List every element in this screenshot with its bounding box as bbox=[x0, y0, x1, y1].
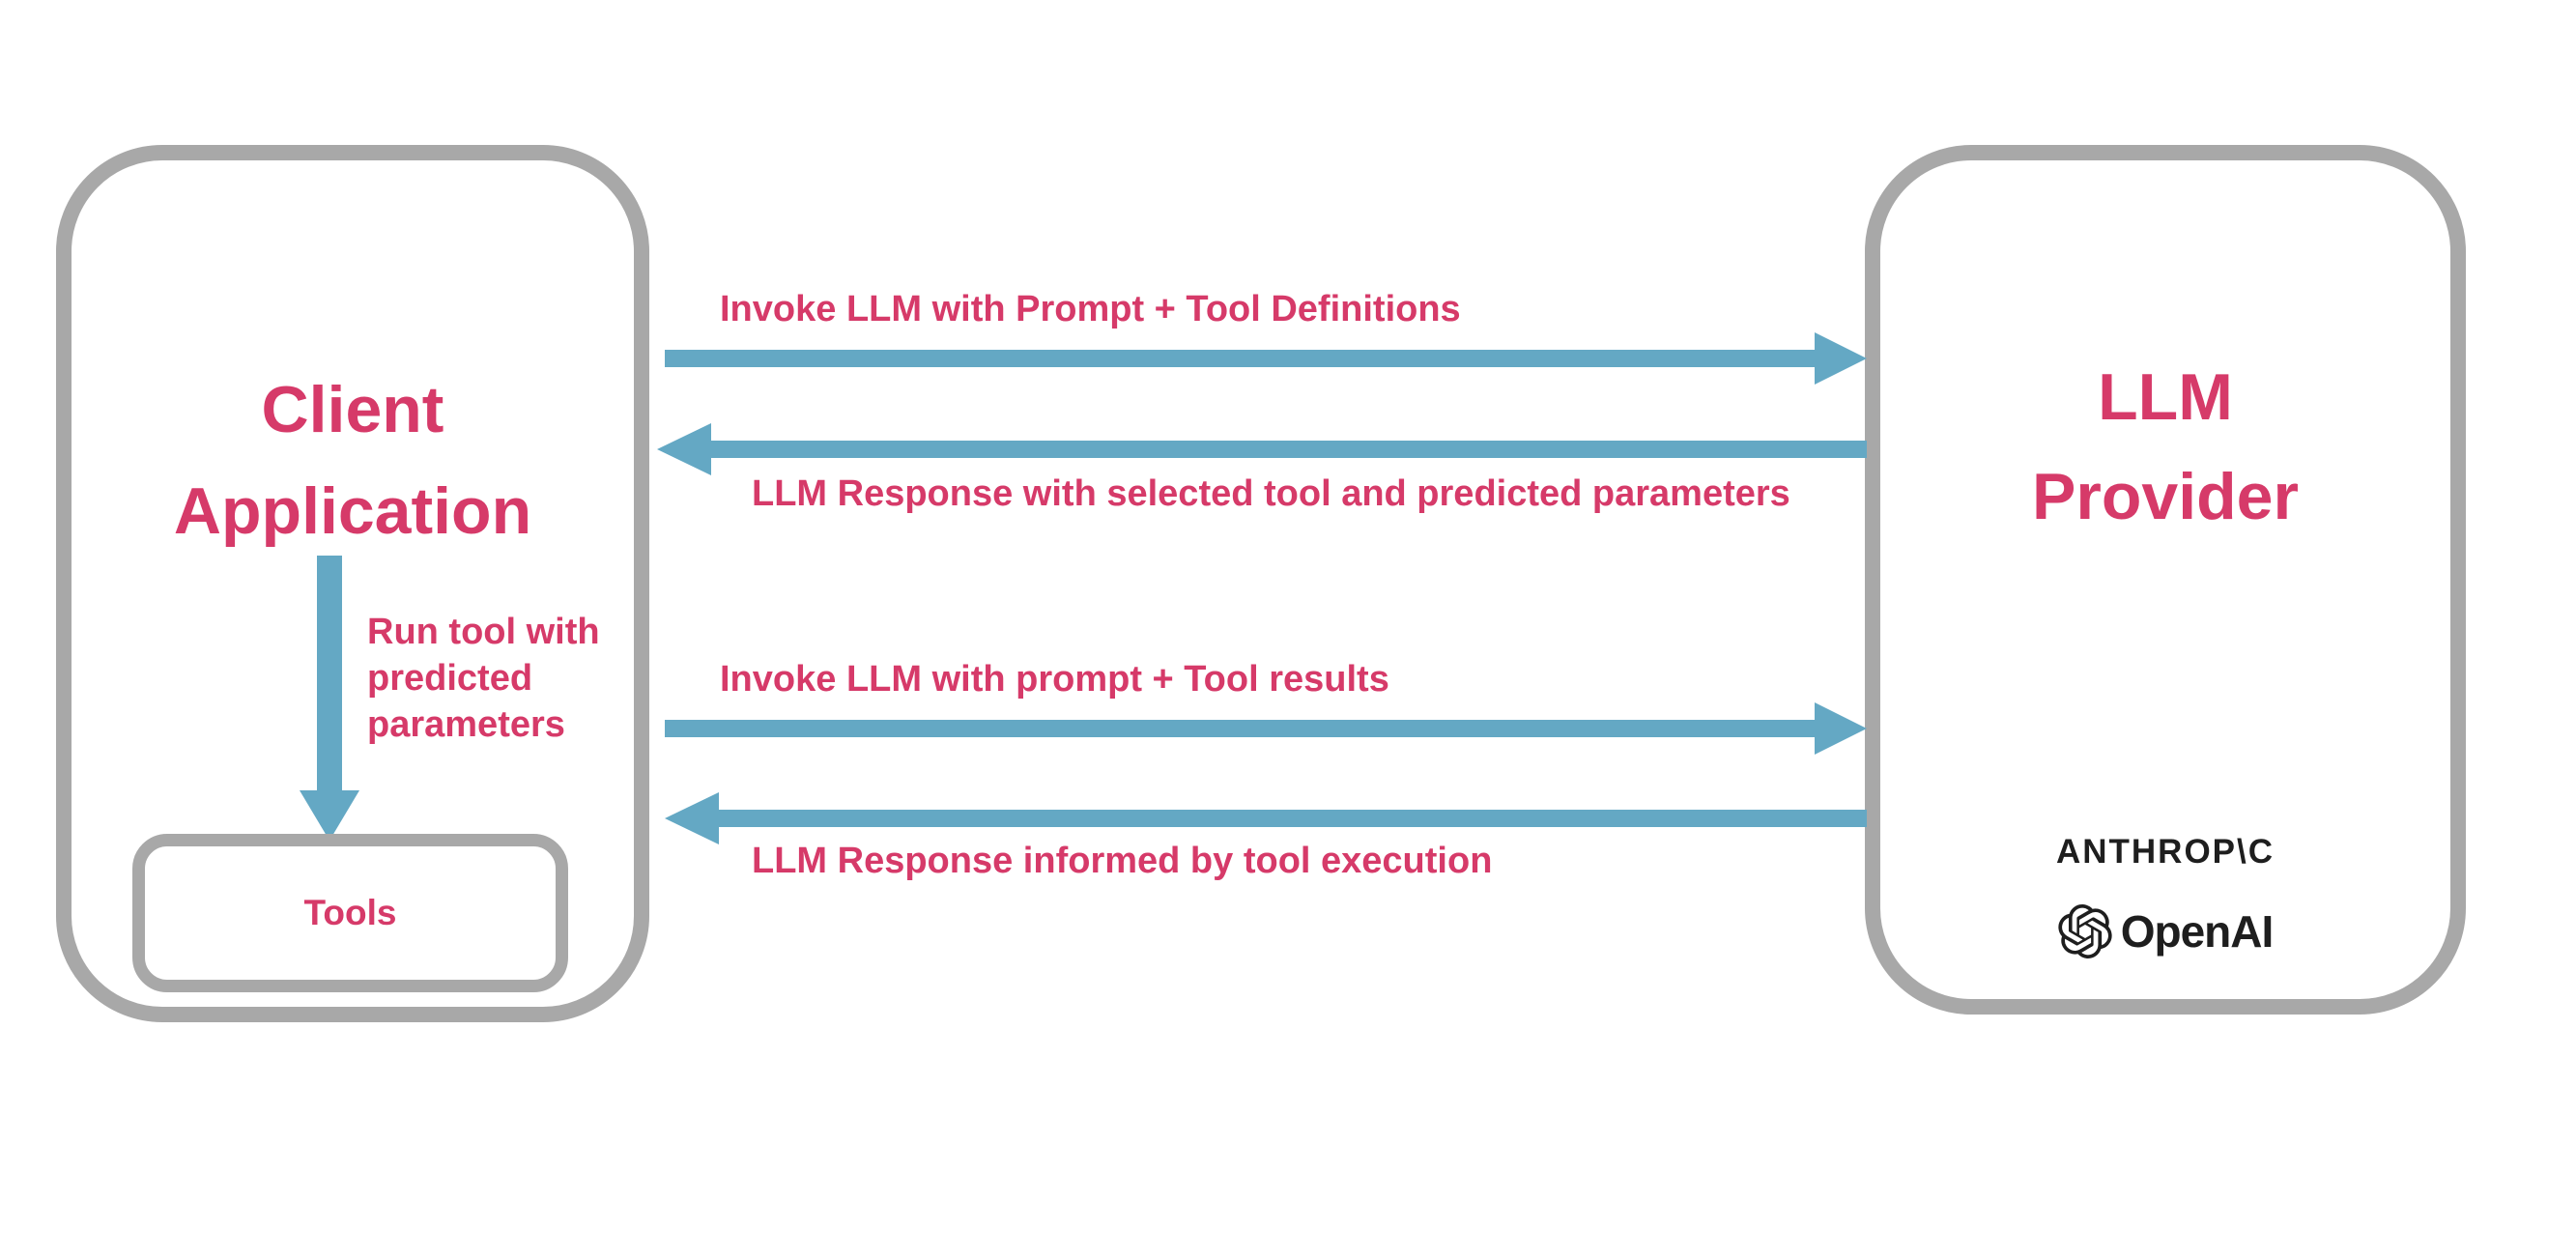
anthropic-logo: ANTHROP\C bbox=[2055, 833, 2275, 871]
openai-wordmark: OpenAI bbox=[2120, 906, 2275, 957]
flow-arrow-1-shaft bbox=[665, 350, 1817, 367]
flow-label-response-execution: LLM Response informed by tool execution bbox=[752, 841, 1493, 881]
tools-label: Tools bbox=[303, 893, 397, 932]
flow-arrow-1-head bbox=[1815, 332, 1867, 385]
run-tool-arrow-shaft bbox=[317, 556, 342, 792]
flow-arrow-2-head bbox=[657, 423, 711, 475]
llm-provider-box bbox=[1865, 145, 2466, 1015]
openai-flower-icon bbox=[2058, 904, 2112, 958]
flow-label-response-parameters: LLM Response with selected tool and pred… bbox=[752, 473, 1790, 514]
client-application-title: Client Application bbox=[56, 359, 649, 562]
client-title-line2: Application bbox=[173, 474, 532, 548]
flow-label-invoke-results: Invoke LLM with prompt + Tool results bbox=[720, 659, 1389, 700]
llm-provider-title: LLM Provider bbox=[1865, 348, 2466, 547]
openai-logo: OpenAI bbox=[1865, 904, 2466, 958]
flow-arrow-3-head bbox=[1815, 702, 1867, 755]
run-tool-arrow-head bbox=[300, 790, 359, 841]
run-tool-label: Run tool with predicted parameters bbox=[367, 612, 600, 745]
flow-arrow-3-shaft bbox=[665, 720, 1817, 737]
flow-arrow-4-shaft bbox=[719, 810, 1867, 827]
tools-box: Tools bbox=[132, 834, 568, 992]
flow-arrow-2-shaft bbox=[711, 441, 1867, 458]
flow-arrow-4-head bbox=[665, 792, 719, 844]
llm-title-line2: Provider bbox=[2032, 460, 2299, 533]
flow-label-invoke-definitions: Invoke LLM with Prompt + Tool Definition… bbox=[720, 289, 1461, 329]
client-title-line1: Client bbox=[261, 373, 444, 446]
llm-title-line1: LLM bbox=[2098, 360, 2233, 434]
